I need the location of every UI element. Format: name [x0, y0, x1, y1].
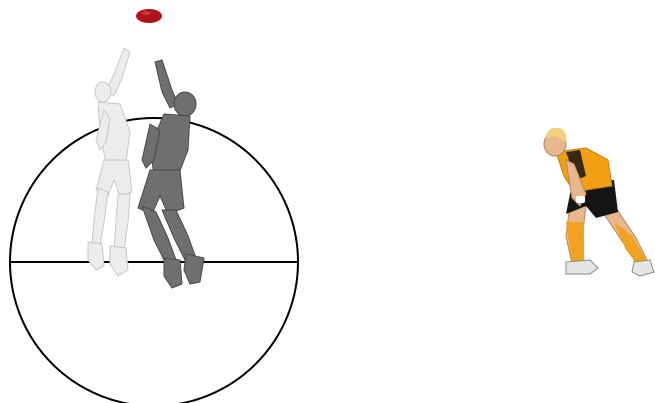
- gray-jumping-player: [138, 60, 204, 288]
- ball: [136, 9, 162, 23]
- defender-player: [544, 128, 654, 276]
- ghost-jumping-player: [88, 48, 132, 276]
- ball-highlight: [141, 11, 151, 15]
- wristband: [576, 196, 585, 203]
